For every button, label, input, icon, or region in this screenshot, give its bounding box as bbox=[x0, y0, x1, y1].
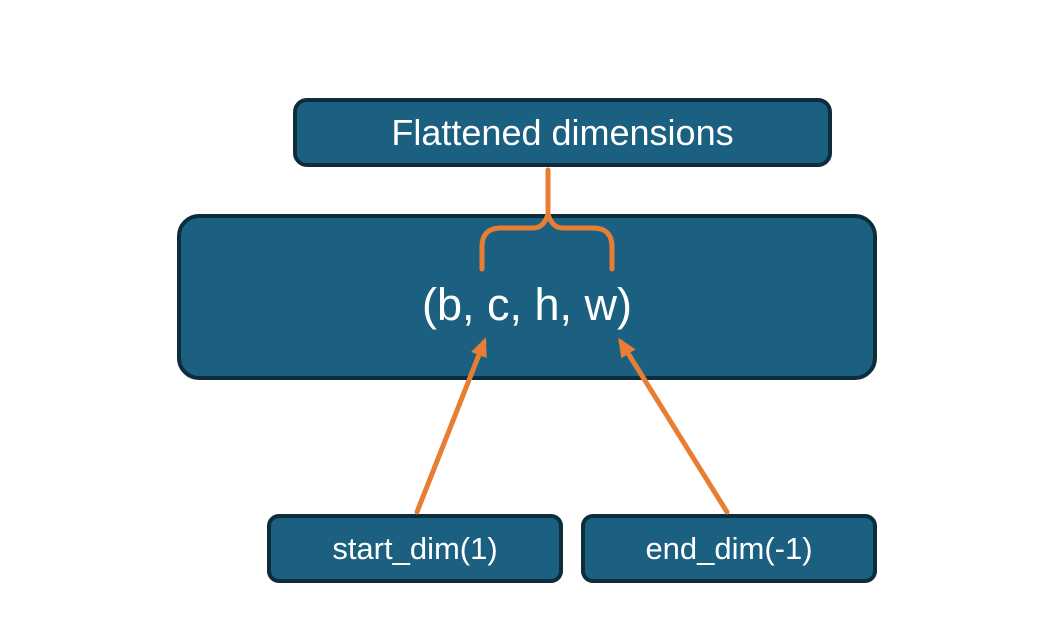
node-flattened-dimensions-label: Flattened dimensions bbox=[391, 111, 734, 153]
node-end-dim: end_dim(-1) bbox=[581, 514, 877, 583]
node-tensor-shape-label: (b, c, h, w) bbox=[421, 278, 633, 330]
node-end-dim-label: end_dim(-1) bbox=[645, 531, 813, 566]
node-start-dim-label: start_dim(1) bbox=[332, 531, 498, 566]
node-flattened-dimensions: Flattened dimensions bbox=[293, 98, 832, 167]
node-tensor-shape: (b, c, h, w) bbox=[177, 214, 877, 380]
node-start-dim: start_dim(1) bbox=[267, 514, 563, 583]
